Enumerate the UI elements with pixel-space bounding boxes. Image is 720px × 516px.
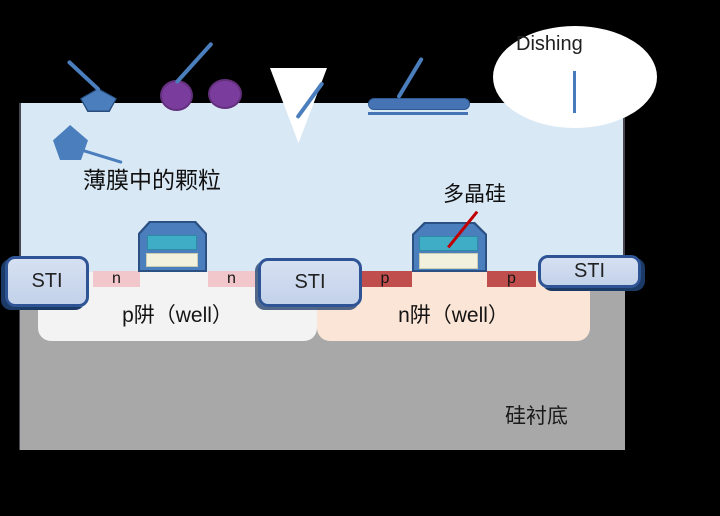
pentagon-fill xyxy=(81,89,116,111)
purple-sphere-particle-icon xyxy=(160,80,193,111)
particle-pointer-line xyxy=(66,59,101,92)
particles-pointer-line xyxy=(174,41,214,85)
substrate-label: 硅衬底 xyxy=(505,404,568,428)
residue-underline xyxy=(368,112,468,115)
polysilicon-label: 多晶硅 xyxy=(443,182,506,206)
nmos-gate-stack xyxy=(138,221,207,272)
gate-poly-layer xyxy=(419,253,478,269)
dishing-label: Dishing xyxy=(516,33,583,55)
gate-poly-layer xyxy=(146,253,198,267)
residue-pointer-line xyxy=(396,56,424,100)
pentagon-fill xyxy=(53,125,88,160)
sti-box-middle: STI xyxy=(258,258,362,307)
p-plus-region: p xyxy=(358,271,412,287)
sti-box-left: STI xyxy=(5,256,89,307)
p-plus-region: p xyxy=(487,271,536,287)
flat-residue-bar-icon xyxy=(368,98,470,110)
gate-hardmask-layer xyxy=(147,235,197,250)
dielectric-film-layer xyxy=(20,103,625,288)
film-particle-label: 薄膜中的颗粒 xyxy=(83,168,221,194)
n-well-label: n阱（well） xyxy=(398,304,509,327)
sti-box-right: STI xyxy=(538,255,641,288)
p-well-label: p阱（well） xyxy=(122,304,233,327)
pentagon-particle-icon xyxy=(80,88,117,112)
dishing-depth-line xyxy=(573,71,576,113)
n-plus-region: n xyxy=(208,271,255,287)
n-plus-region: n xyxy=(93,271,140,287)
pentagon-particle-icon xyxy=(53,125,88,160)
purple-sphere-particle-icon xyxy=(208,79,242,109)
